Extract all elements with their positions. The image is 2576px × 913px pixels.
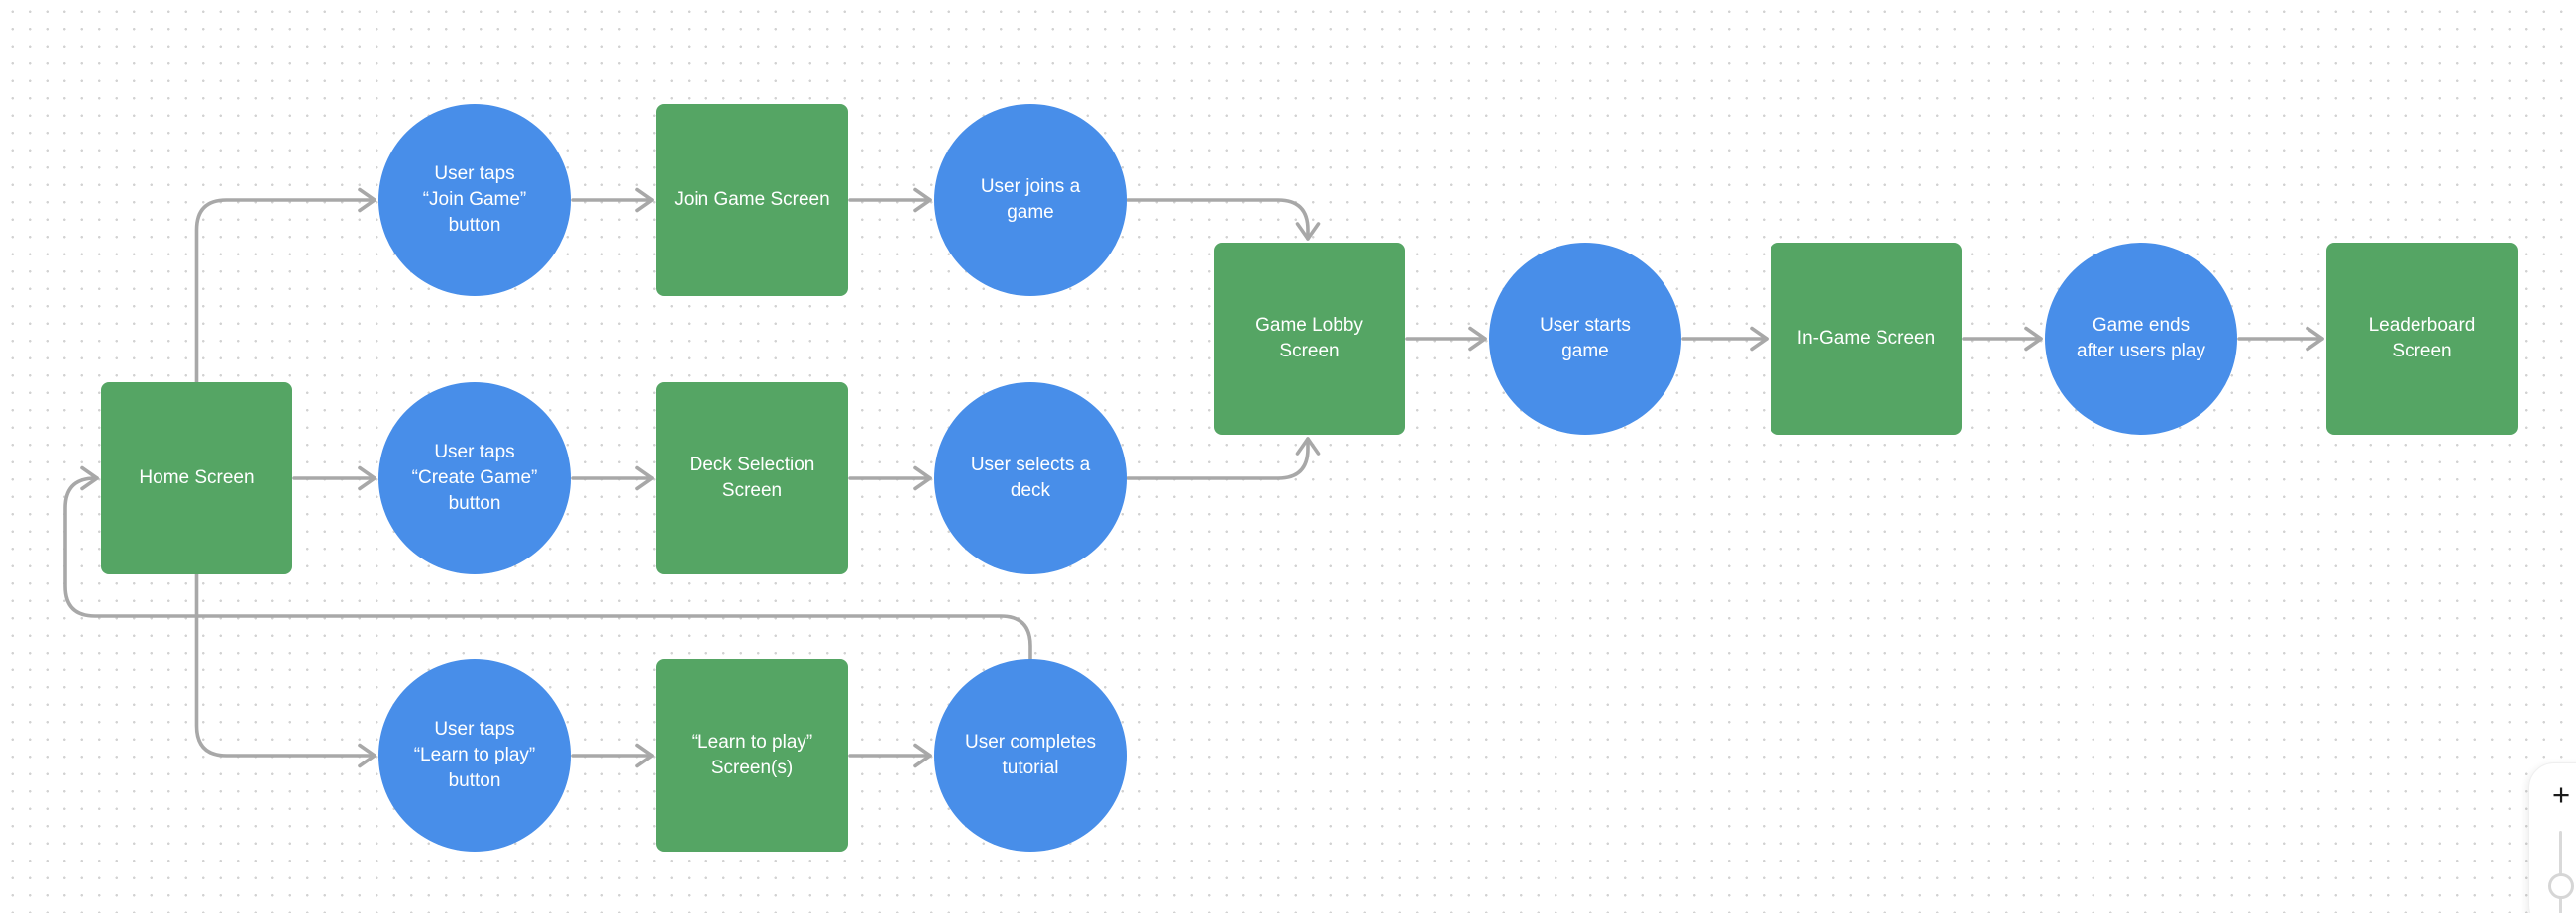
node-home-screen[interactable]: Home Screen — [101, 382, 292, 574]
node-label: User taps “Create Game” button — [411, 442, 538, 514]
node-label: Game Lobby Screen — [1255, 315, 1363, 361]
node-in-game-screen[interactable]: In-Game Screen — [1771, 243, 1962, 435]
node-game-ends[interactable]: Game ends after users play — [2045, 243, 2237, 435]
node-tap-learn-to-play[interactable]: User taps “Learn to play” button — [378, 659, 571, 852]
edge-home-screen-to-tap-learn-to-play — [194, 572, 376, 768]
node-label: Game ends after users play — [2077, 315, 2205, 361]
node-user-completes-tutorial[interactable]: User completes tutorial — [934, 659, 1127, 852]
node-label: In-Game Screen — [1796, 328, 1936, 349]
zoom-in-button[interactable]: + — [2551, 777, 2571, 812]
node-user-starts-game[interactable]: User starts game — [1489, 243, 1681, 435]
zoom-slider-track[interactable] — [2559, 831, 2562, 913]
node-label: Leaderboard Screen — [2368, 315, 2476, 361]
node-label: User completes tutorial — [965, 732, 1096, 778]
node-label: Home Screen — [139, 467, 255, 488]
node-label: “Learn to play” Screen(s) — [691, 732, 813, 778]
node-user-joins-game[interactable]: User joins a game — [934, 104, 1127, 296]
node-label: User taps “Join Game” button — [422, 163, 527, 236]
edge-home-screen-to-tap-join-game — [194, 187, 376, 384]
node-leaderboard-screen[interactable]: Leaderboard Screen — [2326, 243, 2518, 435]
node-label: Join Game Screen — [674, 189, 830, 210]
node-join-game-screen[interactable]: Join Game Screen — [656, 104, 848, 296]
node-label: User taps “Learn to play” button — [413, 719, 536, 791]
node-tap-create-game[interactable]: User taps “Create Game” button — [378, 382, 571, 574]
node-label: Deck Selection Screen — [689, 455, 815, 501]
node-tap-join-game[interactable]: User taps “Join Game” button — [378, 104, 571, 296]
node-label: User starts game — [1540, 315, 1631, 361]
zoom-toolbar: + — [2528, 762, 2576, 913]
zoom-slider-knob[interactable] — [2548, 873, 2574, 899]
node-deck-selection-screen[interactable]: Deck Selection Screen — [656, 382, 848, 574]
edge-user-joins-game-to-game-lobby-screen — [1127, 198, 1321, 241]
node-learn-to-play-screen[interactable]: “Learn to play” Screen(s) — [656, 659, 848, 852]
node-game-lobby-screen[interactable]: Game Lobby Screen — [1214, 243, 1405, 435]
edge-user-selects-deck-to-game-lobby-screen — [1127, 437, 1321, 480]
node-label: User joins a game — [980, 176, 1081, 223]
node-user-selects-deck[interactable]: User selects a deck — [934, 382, 1127, 574]
node-label: User selects a deck — [970, 455, 1091, 501]
